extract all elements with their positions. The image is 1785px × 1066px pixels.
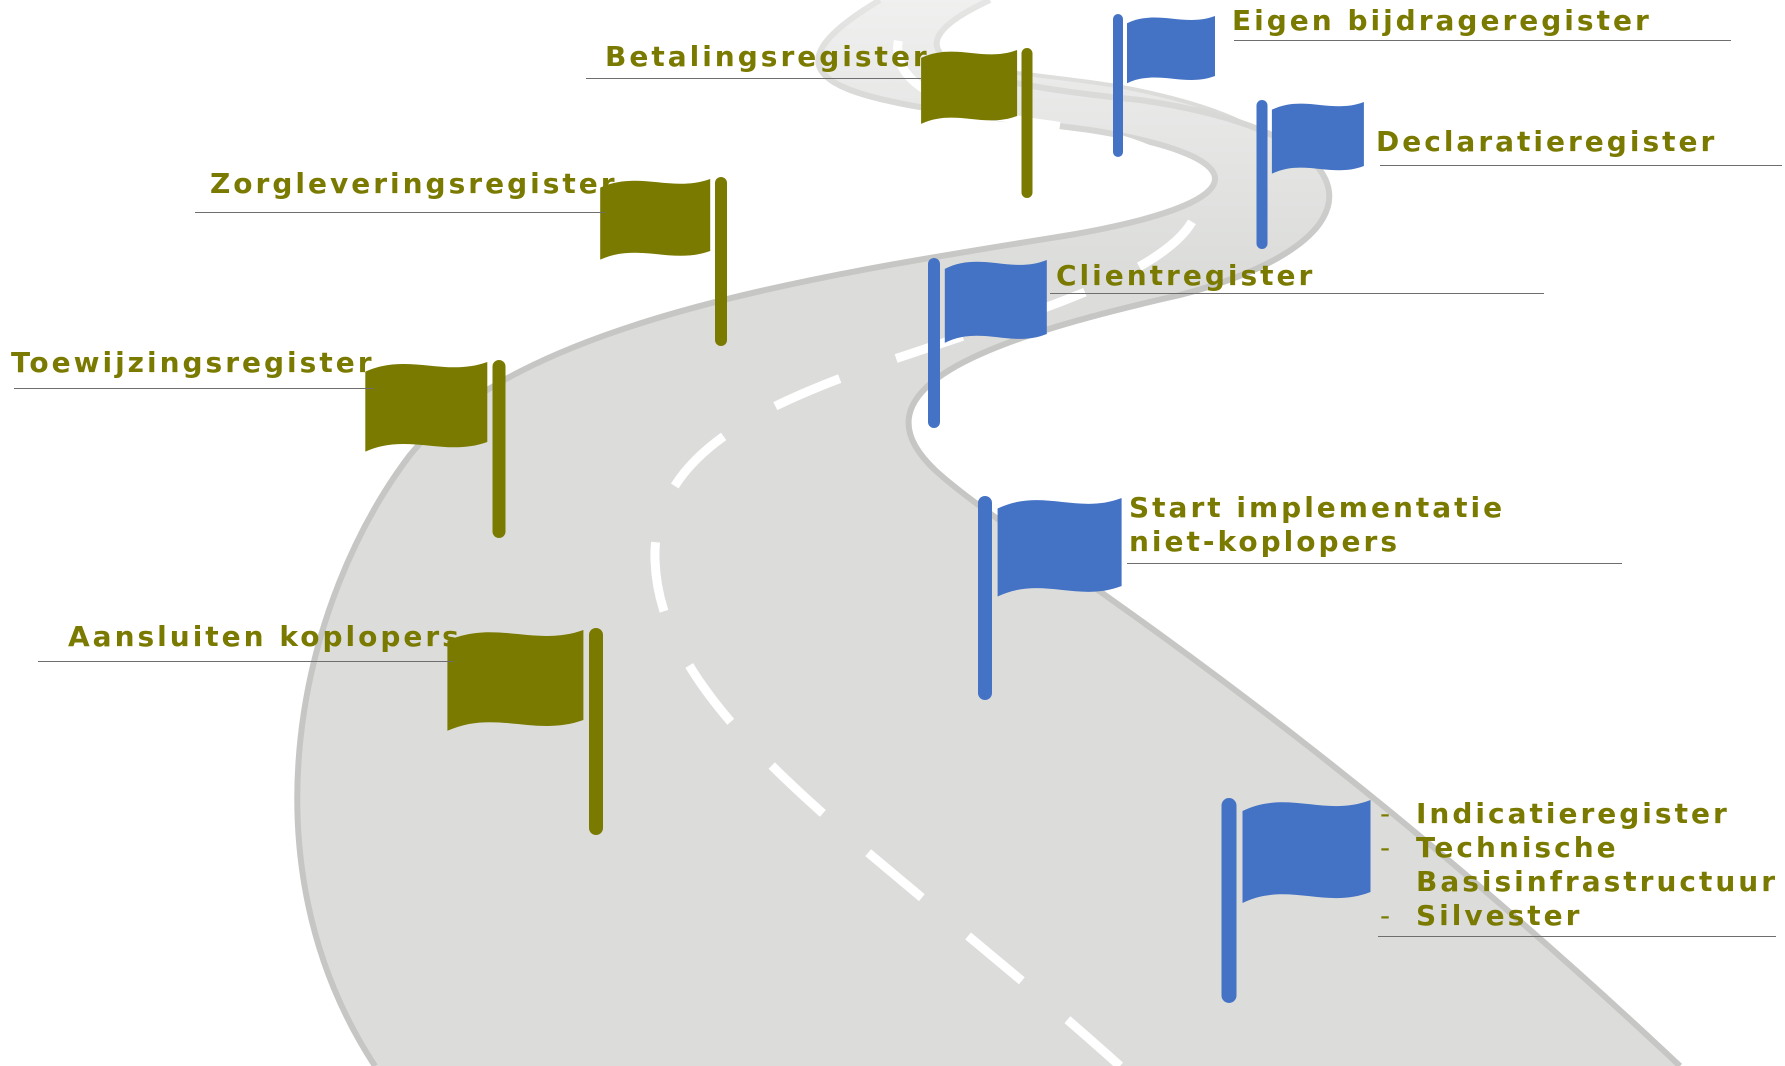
- bullet-item: - Technische Basisinfrastructuur: [1380, 831, 1778, 899]
- label-underline: [1378, 936, 1776, 937]
- flag-declaratie: [1256, 100, 1364, 249]
- label-underline: [586, 78, 921, 79]
- bullet-item: - Indicatieregister: [1380, 797, 1778, 831]
- flag-pole: [589, 628, 603, 835]
- flag-pole: [928, 258, 940, 428]
- bullet-text: Basisinfrastructuur: [1416, 865, 1779, 898]
- flag-banner: [365, 362, 488, 452]
- label-start-implementatie: Start implementatie niet-koplopers: [1129, 491, 1505, 559]
- bullet-text: Technische: [1416, 831, 1619, 864]
- bullet-dash: -: [1380, 797, 1394, 830]
- label-zorgleveringsregister: Zorgleveringsregister: [210, 167, 618, 200]
- label-underline: [1380, 165, 1782, 166]
- flag-pole: [1021, 48, 1033, 198]
- flag-betaling: [921, 48, 1033, 198]
- flag-pole: [978, 496, 992, 700]
- bullet-dash: -: [1380, 831, 1394, 864]
- flag-banner: [447, 630, 584, 731]
- bullet-item: - Silvester: [1380, 899, 1778, 933]
- flag-banner: [921, 50, 1018, 124]
- flag-start-impl: [978, 496, 1122, 700]
- flag-banner: [997, 498, 1122, 597]
- label-aansluiten-koplopers: Aansluiten koplopers: [68, 620, 462, 653]
- label-underline: [195, 212, 605, 213]
- label-indicatie-list: - Indicatieregister - Technische Basisin…: [1380, 797, 1778, 933]
- flag-pole: [492, 360, 506, 538]
- label-clientregister: Clientregister: [1056, 259, 1316, 292]
- flag-banner: [1271, 102, 1364, 174]
- label-declaratieregister: Declaratieregister: [1376, 125, 1718, 158]
- flag-banner: [1127, 16, 1215, 84]
- flag-banner: [600, 179, 711, 260]
- flag-zorglevering: [600, 177, 727, 346]
- label-underline: [38, 661, 454, 662]
- flag-eigen-bijdrage: [1113, 14, 1215, 157]
- bullet-text: Indicatieregister: [1416, 797, 1730, 830]
- label-line: niet-koplopers: [1129, 525, 1401, 558]
- flag-client: [928, 258, 1047, 428]
- label-line: Start implementatie: [1129, 491, 1506, 524]
- label-eigen-bijdrageregister: Eigen bijdrageregister: [1232, 4, 1652, 37]
- flag-banner: [1242, 800, 1371, 904]
- flag-pole: [1256, 100, 1268, 249]
- flags: [365, 14, 1371, 1003]
- label-underline: [1050, 293, 1544, 294]
- flag-banner: [944, 260, 1047, 343]
- label-underline: [1127, 563, 1622, 564]
- label-betalingsregister: Betalingsregister: [605, 40, 930, 73]
- flag-toewijzing: [365, 360, 506, 538]
- label-underline: [1234, 40, 1731, 41]
- bullet-list: - Indicatieregister - Technische Basisin…: [1380, 797, 1778, 933]
- label-toewijzingsregister: Toewijzingsregister: [11, 346, 375, 379]
- bullet-dash: -: [1380, 899, 1394, 932]
- bullet-text: Silvester: [1416, 899, 1583, 932]
- flag-pole: [1113, 14, 1123, 157]
- flag-pole: [715, 177, 727, 346]
- flag-indicatie: [1221, 798, 1371, 1003]
- flag-aansluiten: [447, 628, 603, 835]
- flag-pole: [1221, 798, 1237, 1003]
- label-underline: [14, 388, 374, 389]
